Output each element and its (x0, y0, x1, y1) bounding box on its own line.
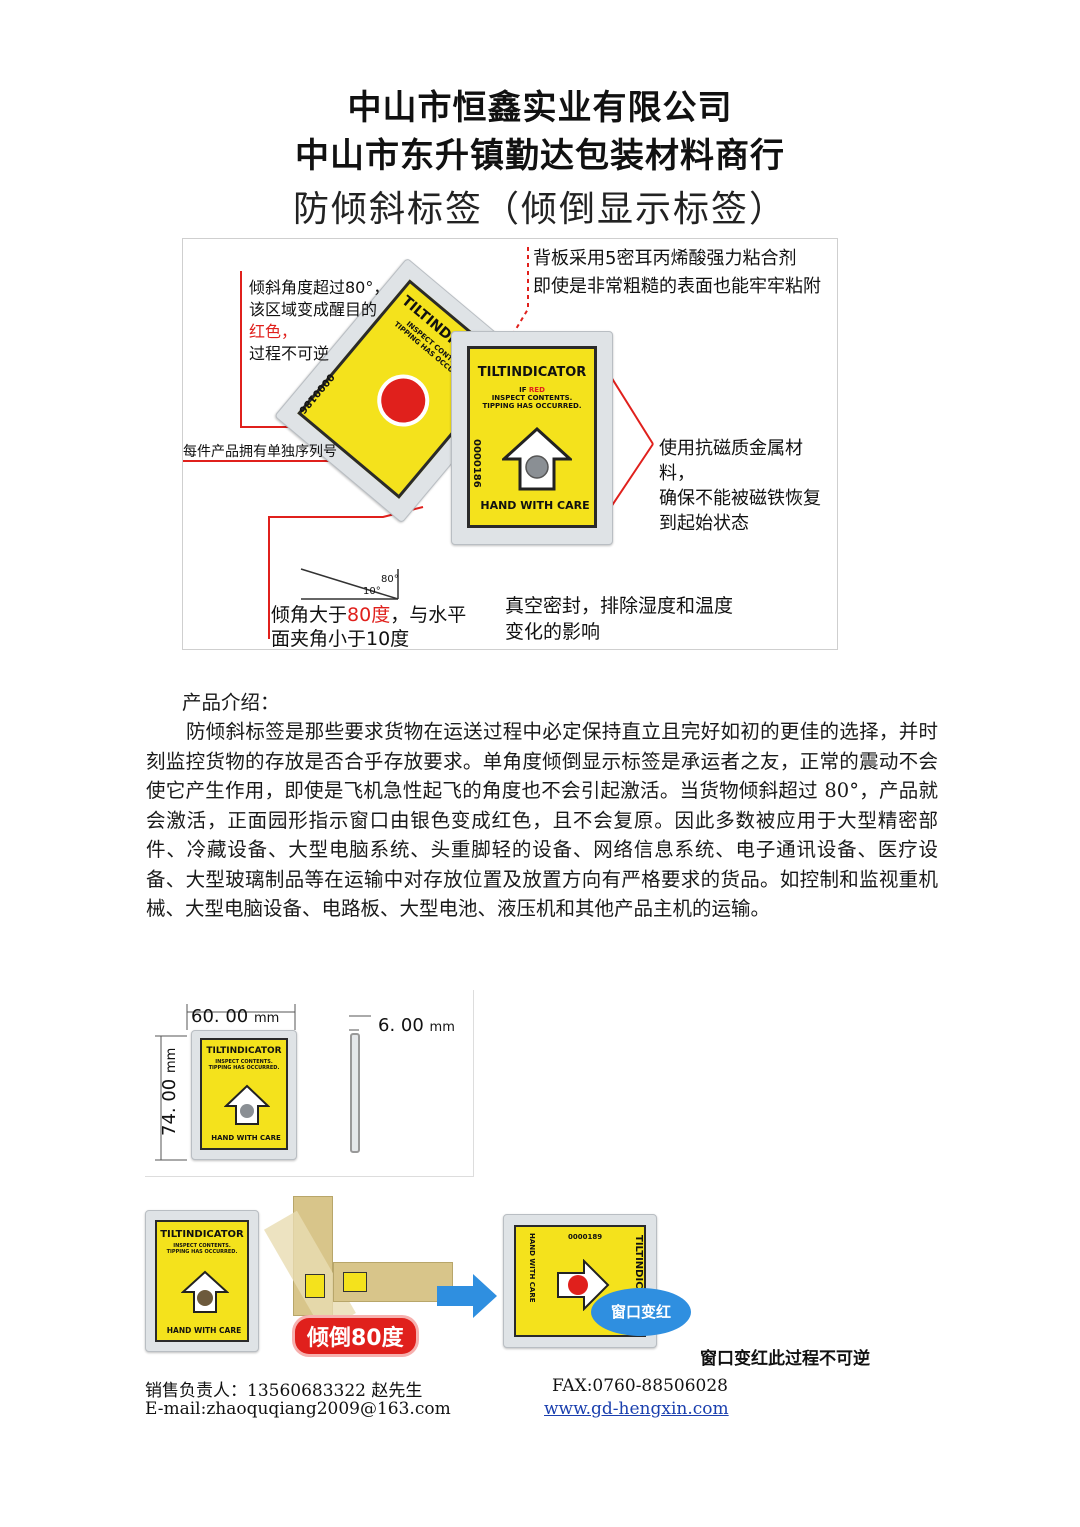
before-house-arrow-icon (181, 1270, 229, 1313)
intro-heading: 产品介绍： (182, 691, 280, 714)
red-indicator-window (366, 363, 440, 438)
box-label-small-2 (343, 1272, 367, 1292)
upright-indicator-case: TILTINDICATOR IF RED INSPECT CONTENTS. T… (451, 331, 613, 545)
upright-serial: 0000186 (471, 439, 482, 488)
upright-brand: TILTINDICATOR (477, 365, 587, 380)
before-indicator-case: TILTINDICATOR INSPECT CONTENTS. TIPPING … (145, 1210, 259, 1352)
product-diagram: TILTINDICATOR INSPECT CONTENTS. TIPPING … (182, 238, 838, 650)
upright-indicator-label: TILTINDICATOR IF RED INSPECT CONTENTS. T… (467, 346, 597, 528)
website-link[interactable]: www.gd-hengxin.com (544, 1399, 729, 1419)
upright-inspect: INSPECT CONTENTS. (491, 394, 573, 402)
process-arrow-icon (437, 1274, 497, 1318)
sales-contact: 销售负责人：13560683322 赵先生 (145, 1381, 423, 1401)
company-name-1: 中山市恒鑫实业有限公司 (347, 88, 733, 128)
height-dimension: 74. 00 mm (159, 1047, 180, 1136)
dim-indicator-label: TILTINDICATOR INSPECT CONTENTS. TIPPING … (200, 1038, 288, 1150)
fax-number: FAX:0760-88506028 (552, 1376, 728, 1396)
after-house-arrow-icon (557, 1259, 610, 1311)
anno-angle: 倾角大于80度，与水平 面夹角小于10度 (271, 604, 467, 650)
depth-dimension: 6. 00 mm (378, 1015, 455, 1036)
anno-tilt: 倾斜角度超过80°， 该区域变成醒目的 红色， 过程不可逆 (249, 278, 390, 363)
tilt-80-badge: 倾倒80度 (295, 1318, 416, 1354)
angle-10-label: 10° (363, 586, 381, 597)
process-caption: 窗口变红此过程不可逆 (700, 1349, 870, 1369)
dimension-drawing: 60. 00 mm 6. 00 mm 74. 00 mm TILTINDICAT… (145, 990, 474, 1177)
product-title: 防倾斜标签（倾倒显示标签） (292, 189, 787, 230)
angle-80-label: 80° (381, 574, 399, 585)
box-label-small-1 (305, 1274, 325, 1298)
upright-tipping: TIPPING HAS OCCURRED. (482, 402, 582, 410)
if-text: IF (519, 386, 527, 394)
house-arrow-icon (502, 427, 572, 491)
upright-handle: HAND WITH CARE (480, 499, 590, 512)
before-indicator-label: TILTINDICATOR INSPECT CONTENTS. TIPPING … (155, 1220, 249, 1342)
intro-body: 防倾斜标签是那些要求货物在运送过程中必定保持直立且完好如初的更佳的选择，并时刻监… (146, 720, 938, 920)
anno-metal: 使用抗磁质金属材料， 确保不能被磁铁恢复 到起始状态 (659, 438, 821, 534)
dim-indicator-case: TILTINDICATOR INSPECT CONTENTS. TIPPING … (191, 1030, 297, 1160)
window-red-badge: 窗口变红 (591, 1288, 691, 1336)
anno-serial: 每件产品拥有单独序列号 (183, 444, 337, 460)
red-text: RED (528, 386, 545, 394)
anno-backing: 背板采用5密耳丙烯酸强力粘合剂 即使是非常粗糙的表面也能牢牢粘附 (533, 248, 821, 297)
company-name-2: 中山市东升镇勤达包装材料商行 (295, 136, 785, 176)
email-address: E-mail:zhaoquqiang2009@163.com (145, 1399, 451, 1419)
process-illustration: TILTINDICATOR INSPECT CONTENTS. TIPPING … (145, 1192, 705, 1357)
anno-vacuum: 真空密封，排除湿度和温度 变化的影响 (505, 595, 734, 643)
width-dimension: 60. 00 mm (191, 1006, 280, 1027)
dim-house-arrow-icon (224, 1084, 270, 1125)
